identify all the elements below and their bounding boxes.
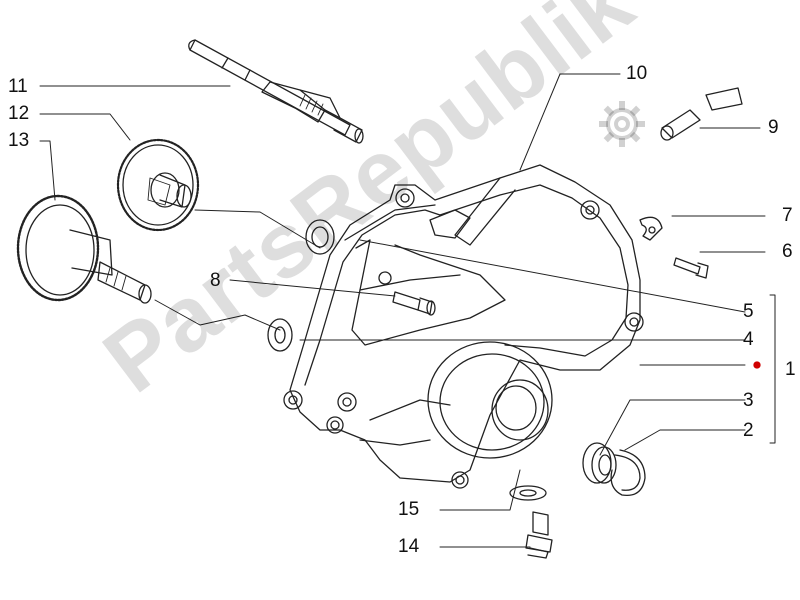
label-14: 14 <box>398 536 420 557</box>
drain-bolt-part-14 <box>525 511 553 559</box>
label-9: 9 <box>768 117 779 138</box>
clip-part-7 <box>639 216 663 241</box>
circlip-part-2 <box>610 449 646 497</box>
bearing-part-3 <box>582 442 617 484</box>
label-6: 6 <box>782 241 793 262</box>
label-8: 8 <box>210 270 221 291</box>
red-marker <box>753 361 761 369</box>
hose-part-9 <box>660 87 743 141</box>
label-10: 10 <box>626 63 648 84</box>
label-13: 13 <box>8 130 30 151</box>
shaft-part-11 <box>188 39 364 144</box>
label-12: 12 <box>8 103 30 124</box>
leader-lines <box>39 73 776 548</box>
cover-casing <box>283 164 644 489</box>
bolt-part-6 <box>673 257 709 279</box>
label-11: 11 <box>8 76 28 97</box>
bolt-part-8 <box>392 291 436 316</box>
gear-icon <box>599 101 645 147</box>
washer-part-4 <box>267 318 293 352</box>
label-1: 1 <box>785 359 796 380</box>
seal-upper <box>305 219 335 255</box>
label-3: 3 <box>743 390 754 411</box>
label-2: 2 <box>743 420 754 441</box>
label-4: 4 <box>743 329 754 350</box>
label-5: 5 <box>743 301 754 322</box>
washer-part-15 <box>509 485 547 501</box>
label-15: 15 <box>398 499 420 520</box>
gear-part-13 <box>16 194 152 304</box>
gear-part-12 <box>116 138 200 232</box>
label-7: 7 <box>782 205 793 226</box>
